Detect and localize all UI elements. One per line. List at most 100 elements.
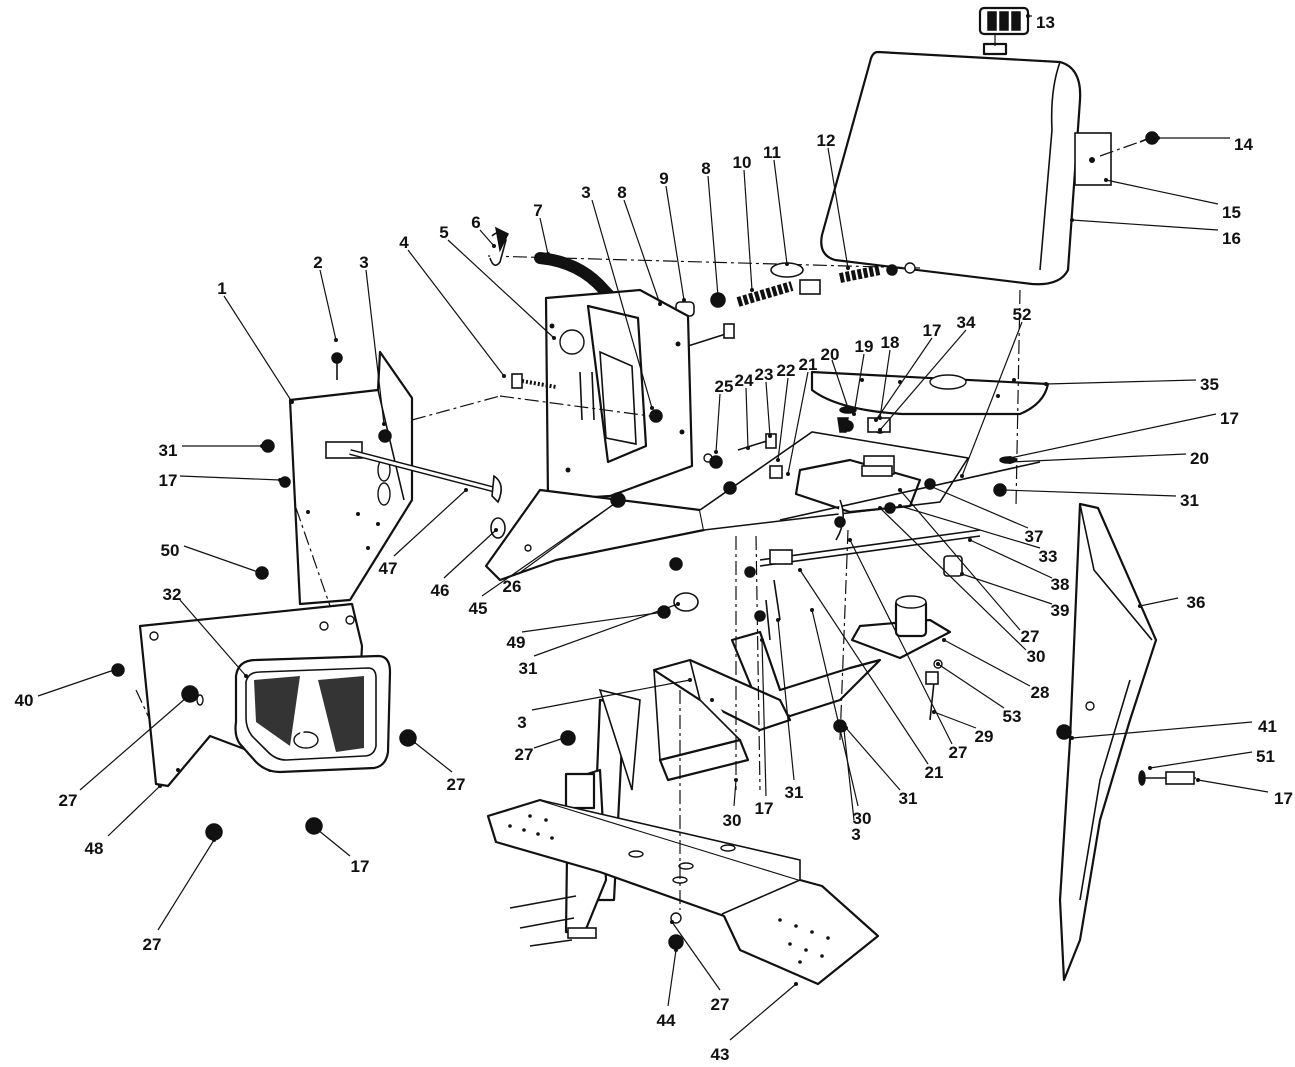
callout-leader-tip (1008, 456, 1012, 460)
callout-label: 41 (1258, 717, 1277, 736)
callout-leader-line (1009, 453, 1187, 463)
window-49 (234, 654, 392, 774)
callout-leader-line (879, 507, 1027, 651)
callout-leader-line (37, 669, 115, 697)
callout-label: 36 (1187, 593, 1206, 612)
callout-leader-line (1045, 379, 1197, 385)
callout-label: 6 (471, 213, 480, 232)
callout-leader-tip (688, 678, 692, 682)
callout-leader-tip (1138, 604, 1142, 608)
callout-leader-tip (1026, 14, 1030, 18)
callout-label: 53 (1003, 707, 1022, 726)
callout-leader-tip (1148, 766, 1152, 770)
callout-leader-tip (494, 528, 498, 532)
callout-leader-tip (290, 400, 294, 404)
callout-label: 38 (1051, 575, 1070, 594)
callout-leader-tip (212, 838, 216, 842)
callout-label: 34 (957, 313, 976, 332)
callout-leader-tip (1196, 778, 1200, 782)
callout-leader-tip (184, 696, 188, 700)
callout-leader-tip (776, 618, 780, 622)
callout-leader-tip (842, 728, 846, 732)
callout-leader-line (843, 729, 855, 821)
callout-leader-tip (662, 610, 666, 614)
console-panel (544, 288, 694, 502)
callout-leader-line (533, 737, 565, 749)
callout-leader-line (943, 639, 1031, 687)
callout-leader-line (531, 679, 691, 711)
callout-leader-line (707, 175, 719, 297)
callout-leader-tip (786, 472, 790, 476)
callout-leader-line (521, 611, 665, 633)
callout-leader-line (875, 337, 933, 421)
callout-leader-line (1071, 219, 1219, 231)
callout-leader-line (1139, 597, 1179, 607)
callout-label: 5 (439, 223, 448, 242)
callout-label: 46 (431, 581, 450, 600)
callout-leader-tip (1070, 736, 1074, 740)
callout-leader-tip (785, 262, 789, 266)
callout-leader-line (729, 983, 797, 1041)
callout-leader-line (765, 381, 771, 437)
callout-leader-line (1149, 751, 1253, 769)
callout-label: 30 (853, 809, 872, 828)
callout-leader-tip (1044, 382, 1048, 386)
callout-leader-tip (760, 638, 764, 642)
callout-label: 44 (657, 1011, 676, 1030)
callout-label: 27 (143, 935, 162, 954)
callout-label: 40 (15, 691, 34, 710)
callout-leader-tip (382, 422, 386, 426)
callout-leader-tip (658, 302, 662, 306)
callout-label: 14 (1234, 135, 1253, 154)
callout-leader-line (539, 217, 549, 255)
shaft-47 (349, 449, 506, 539)
callout-leader-line (879, 329, 967, 431)
callout-leader-line (733, 779, 737, 807)
callout-leader-tip (546, 252, 550, 256)
callout-label: 48 (85, 839, 104, 858)
callout-label: 17 (1274, 789, 1293, 808)
callout-leader-line (899, 489, 1021, 631)
callout-leader-tip (746, 446, 750, 450)
callout-leader-tip (776, 458, 780, 462)
callout-leader-line (831, 359, 849, 409)
callout-leader-tip (612, 502, 616, 506)
callout-leader-line (591, 199, 653, 409)
callout-label: 45 (469, 599, 488, 618)
callout-leader-tip (898, 488, 902, 492)
callout-label: 17 (351, 857, 370, 876)
callout-leader-line (665, 185, 685, 301)
callout-leader-tip (1008, 460, 1012, 464)
callout-leader-line (365, 269, 385, 425)
callout-leader-tip (562, 736, 566, 740)
callout-leader-tip (810, 608, 814, 612)
callout-label: 32 (163, 585, 182, 604)
callout-label: 16 (1222, 229, 1241, 248)
callout-leader-line (107, 785, 161, 837)
callout-leader-line (179, 475, 281, 481)
callout-label: 27 (1021, 627, 1040, 646)
callout-leader-tip (412, 740, 416, 744)
callout-leader-line (777, 619, 795, 781)
callout-leader-line (777, 377, 789, 461)
callout-label: 27 (949, 743, 968, 762)
callout-leader-line (773, 159, 788, 265)
callout-leader-tip (960, 474, 964, 478)
callout-leader-line (671, 921, 721, 991)
callout-leader-tip (674, 948, 678, 952)
callout-label: 31 (159, 441, 178, 460)
callout-leader-tip (676, 602, 680, 606)
callout-leader-tip (260, 444, 264, 448)
callout-label: 27 (515, 745, 534, 764)
callout-label: 15 (1222, 203, 1241, 222)
callout-leader-tip (878, 506, 882, 510)
callout-leader-line (393, 489, 467, 557)
callout-leader-line (407, 249, 505, 377)
callout-label: 21 (925, 763, 944, 782)
callout-leader-line (899, 505, 1041, 549)
callout-label: 50 (161, 541, 180, 560)
callout-label: 17 (923, 321, 942, 340)
callout-label: 18 (881, 333, 900, 352)
callout-label: 17 (159, 471, 178, 490)
